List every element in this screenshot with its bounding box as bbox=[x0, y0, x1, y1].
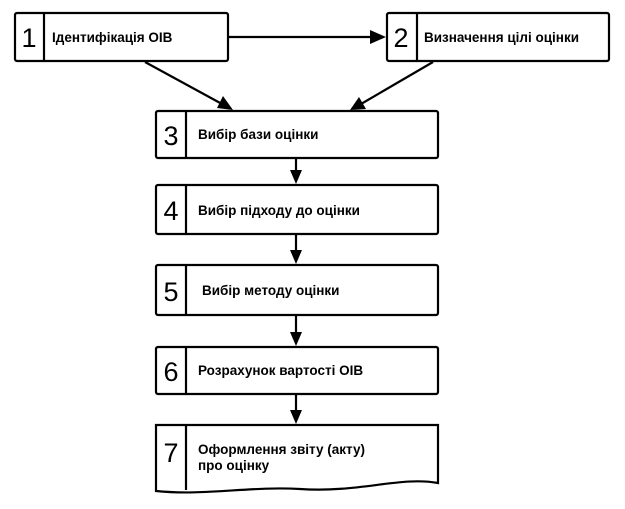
step-1-number: 1 bbox=[21, 23, 36, 53]
step-1-box: 1 Ідентифікація ОІВ bbox=[13, 11, 230, 63]
arrow-6-to-7 bbox=[290, 395, 302, 424]
arrow-1-to-2 bbox=[229, 30, 386, 44]
step-7-number: 7 bbox=[163, 438, 178, 468]
step-1-label: Ідентифікація ОІВ bbox=[52, 30, 173, 45]
step-7-label-line2: про оцінку bbox=[198, 458, 270, 473]
step-6-label: Розрахунок вартості ОІВ bbox=[198, 363, 363, 378]
step-7-label-line1: Оформлення звіту (акту) bbox=[198, 442, 365, 457]
step-6-box: 6 Розрахунок вартості ОІВ bbox=[154, 345, 440, 396]
arrow-5-to-6 bbox=[290, 316, 302, 346]
step-3-box: 3 Вибір бази оцінки bbox=[154, 109, 440, 160]
step-2-label: Визначення цілі оцінки bbox=[424, 30, 579, 45]
step-4-box: 4 Вибір підходу до оцінки bbox=[154, 183, 440, 236]
step-4-label: Вибір підходу до оцінки bbox=[198, 203, 360, 218]
arrow-1-to-3 bbox=[144, 61, 233, 110]
step-5-box: 5 Вибір методу оцінки bbox=[154, 263, 440, 317]
step-2-number: 2 bbox=[393, 23, 408, 53]
step-3-number: 3 bbox=[163, 121, 178, 151]
step-6-number: 6 bbox=[163, 357, 178, 387]
step-4-number: 4 bbox=[163, 196, 178, 226]
step-5-number: 5 bbox=[163, 277, 178, 307]
arrow-4-to-5 bbox=[290, 235, 302, 264]
step-2-box: 2 Визначення цілі оцінки bbox=[385, 11, 611, 63]
step-3-label: Вибір бази оцінки bbox=[198, 127, 318, 142]
connectors bbox=[144, 30, 434, 424]
step-5-label: Вибір методу оцінки bbox=[202, 283, 339, 298]
step-7-box: 7 Оформлення звіту (акту) про оцінку bbox=[154, 423, 440, 494]
arrow-2-to-3 bbox=[350, 61, 434, 110]
arrow-3-to-4 bbox=[290, 158, 302, 184]
